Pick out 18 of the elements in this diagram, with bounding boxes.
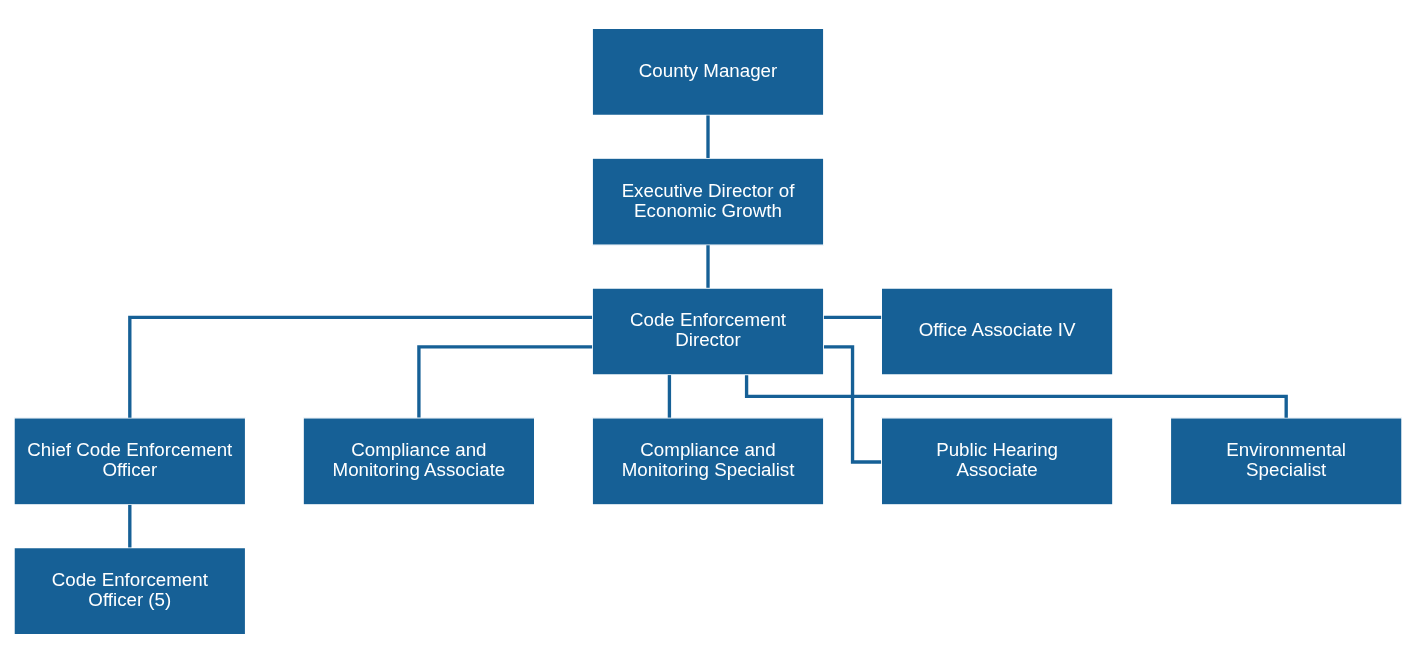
connector xyxy=(824,344,882,464)
connector xyxy=(706,114,710,158)
connector xyxy=(706,244,710,288)
node-box: Executive Director of Economic Growth xyxy=(591,157,825,246)
connector xyxy=(128,315,593,418)
node-box: Chief Code Enforcement Officer xyxy=(13,416,247,505)
node-box: Environmental Specialist xyxy=(1169,416,1403,505)
connector xyxy=(823,315,882,319)
connector xyxy=(417,344,593,417)
node-box: County Manager xyxy=(591,27,825,116)
node-box: Code Enforcement Director xyxy=(591,286,825,376)
node-box: Compliance and Monitoring Specialist xyxy=(591,416,825,505)
node-box: Compliance and Monitoring Associate xyxy=(302,416,536,505)
node-box: Public Hearing Associate xyxy=(880,416,1114,505)
node-box: Code Enforcement Officer (5) xyxy=(13,546,247,635)
connector xyxy=(667,374,672,418)
node-box: Office Associate IV xyxy=(880,286,1114,376)
connector xyxy=(128,504,132,547)
